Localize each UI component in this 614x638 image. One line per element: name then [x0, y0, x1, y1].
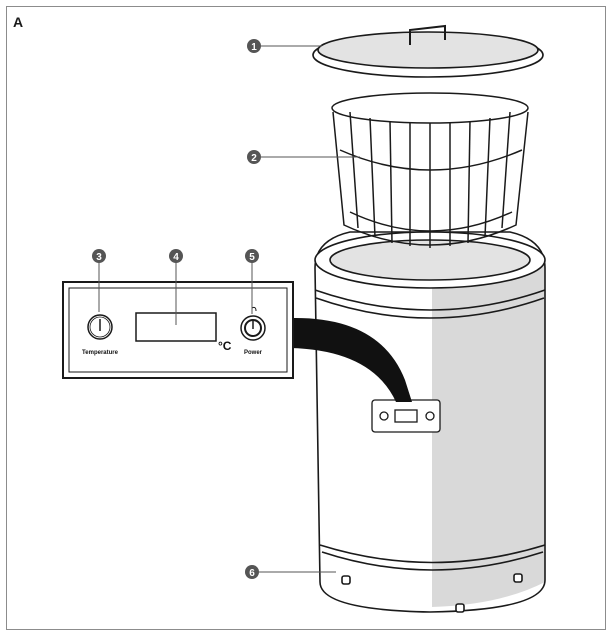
svg-text:4: 4: [173, 252, 179, 263]
svg-text:3: 3: [96, 252, 102, 263]
power-label: Power: [244, 350, 263, 356]
unit-label: °C: [218, 339, 232, 353]
callout-4: 4: [169, 249, 183, 263]
temperature-label: Temperature: [82, 350, 119, 356]
cooler-body: [314, 231, 546, 613]
svg-text:5: 5: [249, 252, 255, 263]
callout-3: 3: [92, 249, 106, 263]
basket: [331, 92, 529, 248]
callout-6: 6: [245, 565, 259, 579]
power-button-icon: [240, 306, 266, 341]
callout-leaders: [98, 45, 360, 573]
body-control-panel: [371, 399, 441, 433]
temperature-knob-icon: [87, 314, 113, 340]
callout-2: 2: [247, 150, 261, 164]
svg-text:1: 1: [251, 42, 257, 53]
panel-connector: [290, 317, 412, 402]
control-panel: Temperature °C Power: [62, 281, 294, 379]
svg-text:2: 2: [251, 153, 257, 164]
callout-1: 1: [247, 39, 261, 53]
figure-label: A: [13, 14, 24, 30]
svg-text:6: 6: [249, 568, 255, 579]
callout-5: 5: [245, 249, 259, 263]
lid: [312, 24, 544, 78]
